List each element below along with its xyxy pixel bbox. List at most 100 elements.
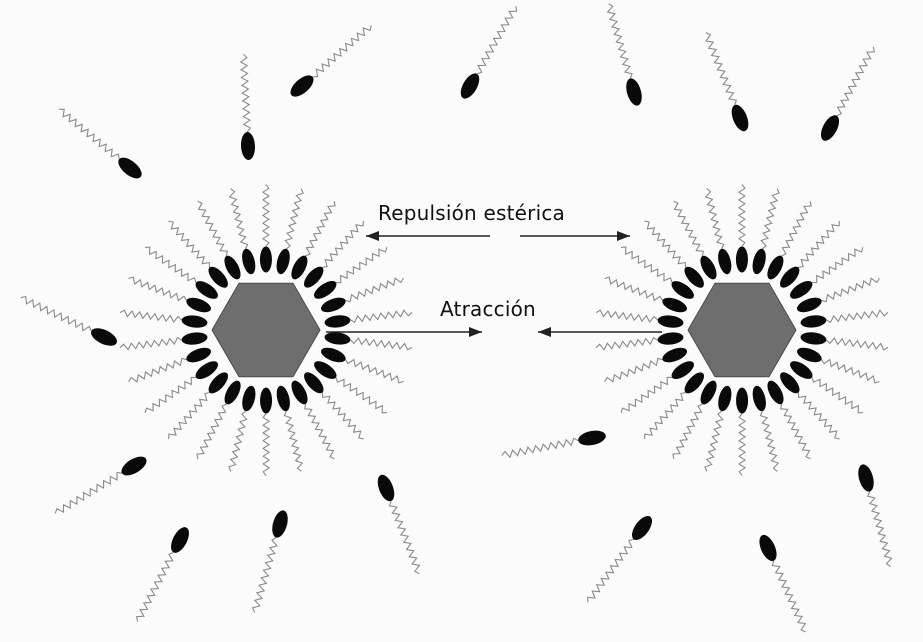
hydrophobic-tail <box>673 200 704 257</box>
bound-surfactant <box>128 276 212 313</box>
hydrophobic-tail <box>335 377 388 414</box>
bound-surfactant <box>789 247 864 299</box>
polar-head <box>304 372 324 394</box>
bound-surfactant <box>291 380 335 460</box>
hydrophobic-tail <box>771 560 807 633</box>
bound-surfactant <box>276 385 304 472</box>
free-surfactant <box>587 515 652 603</box>
bound-surfactant <box>196 380 241 460</box>
bound-surfactant <box>604 347 688 383</box>
hydrophobic-tail <box>321 392 364 440</box>
hydrophobic-tail <box>168 392 210 440</box>
bound-surfactant <box>800 309 889 328</box>
free-surfactant <box>135 527 189 622</box>
hydrophobic-tail <box>350 337 413 351</box>
hydrophobic-tail <box>866 491 893 568</box>
hydrophobic-tail <box>239 53 252 133</box>
polar-head <box>186 347 212 363</box>
bound-surfactant <box>673 200 717 280</box>
nanoparticle-core <box>687 282 797 378</box>
hydrophobic-tail <box>262 413 271 476</box>
hydrophobic-tail <box>20 295 92 332</box>
polar-head <box>700 255 717 280</box>
polar-head <box>800 315 827 328</box>
polar-head <box>662 297 688 313</box>
hydrophobic-tail <box>197 200 228 257</box>
attraction-arrow-right <box>538 327 662 337</box>
polar-head <box>276 248 290 275</box>
polar-head <box>662 347 688 363</box>
polar-head <box>718 248 732 275</box>
polar-head <box>118 157 142 179</box>
hydrophobic-tail <box>335 247 388 284</box>
bound-surfactant <box>767 380 811 460</box>
bound-surfactant <box>767 200 812 280</box>
hydrophobic-tail <box>144 376 197 413</box>
bound-surfactant <box>672 380 717 460</box>
bound-surfactant <box>324 332 413 351</box>
hydrophobic-tail <box>811 377 864 414</box>
hydrophobic-tail <box>620 376 673 413</box>
hydrophobic-tail <box>604 357 663 383</box>
repulsion-arrow-left <box>366 231 490 241</box>
bound-surfactant <box>128 347 212 383</box>
hydrophobic-tail <box>704 188 725 250</box>
nanoparticle-right <box>595 184 889 476</box>
free-surfactant <box>501 430 606 459</box>
polar-head <box>796 347 822 363</box>
polar-head <box>460 73 480 99</box>
polar-head <box>90 328 118 346</box>
polar-head <box>578 430 606 446</box>
bound-surfactant <box>276 188 304 275</box>
polar-head <box>671 281 694 299</box>
hydrophobic-tail <box>738 413 747 476</box>
polar-head <box>313 280 337 299</box>
polar-head <box>324 332 351 345</box>
polar-head <box>242 248 256 275</box>
bound-surfactant <box>620 361 695 413</box>
bound-surfactant <box>796 347 880 384</box>
hydrophobic-tail <box>737 184 746 247</box>
hydrophobic-tail <box>672 403 703 460</box>
bound-surfactant <box>168 220 228 288</box>
hydrophobic-tail <box>283 410 304 472</box>
bound-surfactant <box>790 361 864 414</box>
hydrophobic-tail <box>587 538 634 603</box>
polar-head <box>208 372 229 394</box>
bound-surfactant <box>800 332 889 351</box>
hydrophobic-tail <box>780 403 811 460</box>
free-surfactant <box>20 295 118 346</box>
bound-surfactant <box>796 277 880 313</box>
polar-head <box>752 385 766 412</box>
bound-surfactant <box>320 347 404 384</box>
free-surfactant <box>858 464 893 568</box>
polar-head <box>181 315 208 328</box>
hydrophobic-tail <box>811 247 864 284</box>
bound-surfactant <box>228 385 256 472</box>
hydrophobic-tail <box>759 410 780 472</box>
free-surfactant <box>377 474 421 575</box>
hydrophobic-tail <box>644 392 686 440</box>
bound-surfactant <box>644 372 705 440</box>
hydrophobic-tail <box>836 46 875 117</box>
bound-surfactant <box>144 361 219 413</box>
hydrophobic-tail <box>251 537 279 613</box>
bound-surfactant <box>144 246 218 299</box>
hydrophobic-tail <box>606 3 633 79</box>
hydrophobic-tail <box>322 220 364 268</box>
polar-head <box>684 372 705 394</box>
polar-head <box>186 297 212 313</box>
hydrophobic-tail <box>54 471 123 514</box>
hydrophobic-tail <box>168 220 211 268</box>
hydrophobic-tail <box>304 403 335 460</box>
polar-head <box>242 385 256 412</box>
hydrophobic-tail <box>228 410 248 472</box>
polar-head <box>752 248 766 275</box>
polar-head <box>767 380 784 405</box>
polar-head <box>779 266 800 288</box>
bound-surfactant <box>119 332 208 351</box>
hydrophobic-tail <box>704 32 738 106</box>
hydrophobic-tail <box>128 357 187 383</box>
polar-head <box>800 332 827 345</box>
